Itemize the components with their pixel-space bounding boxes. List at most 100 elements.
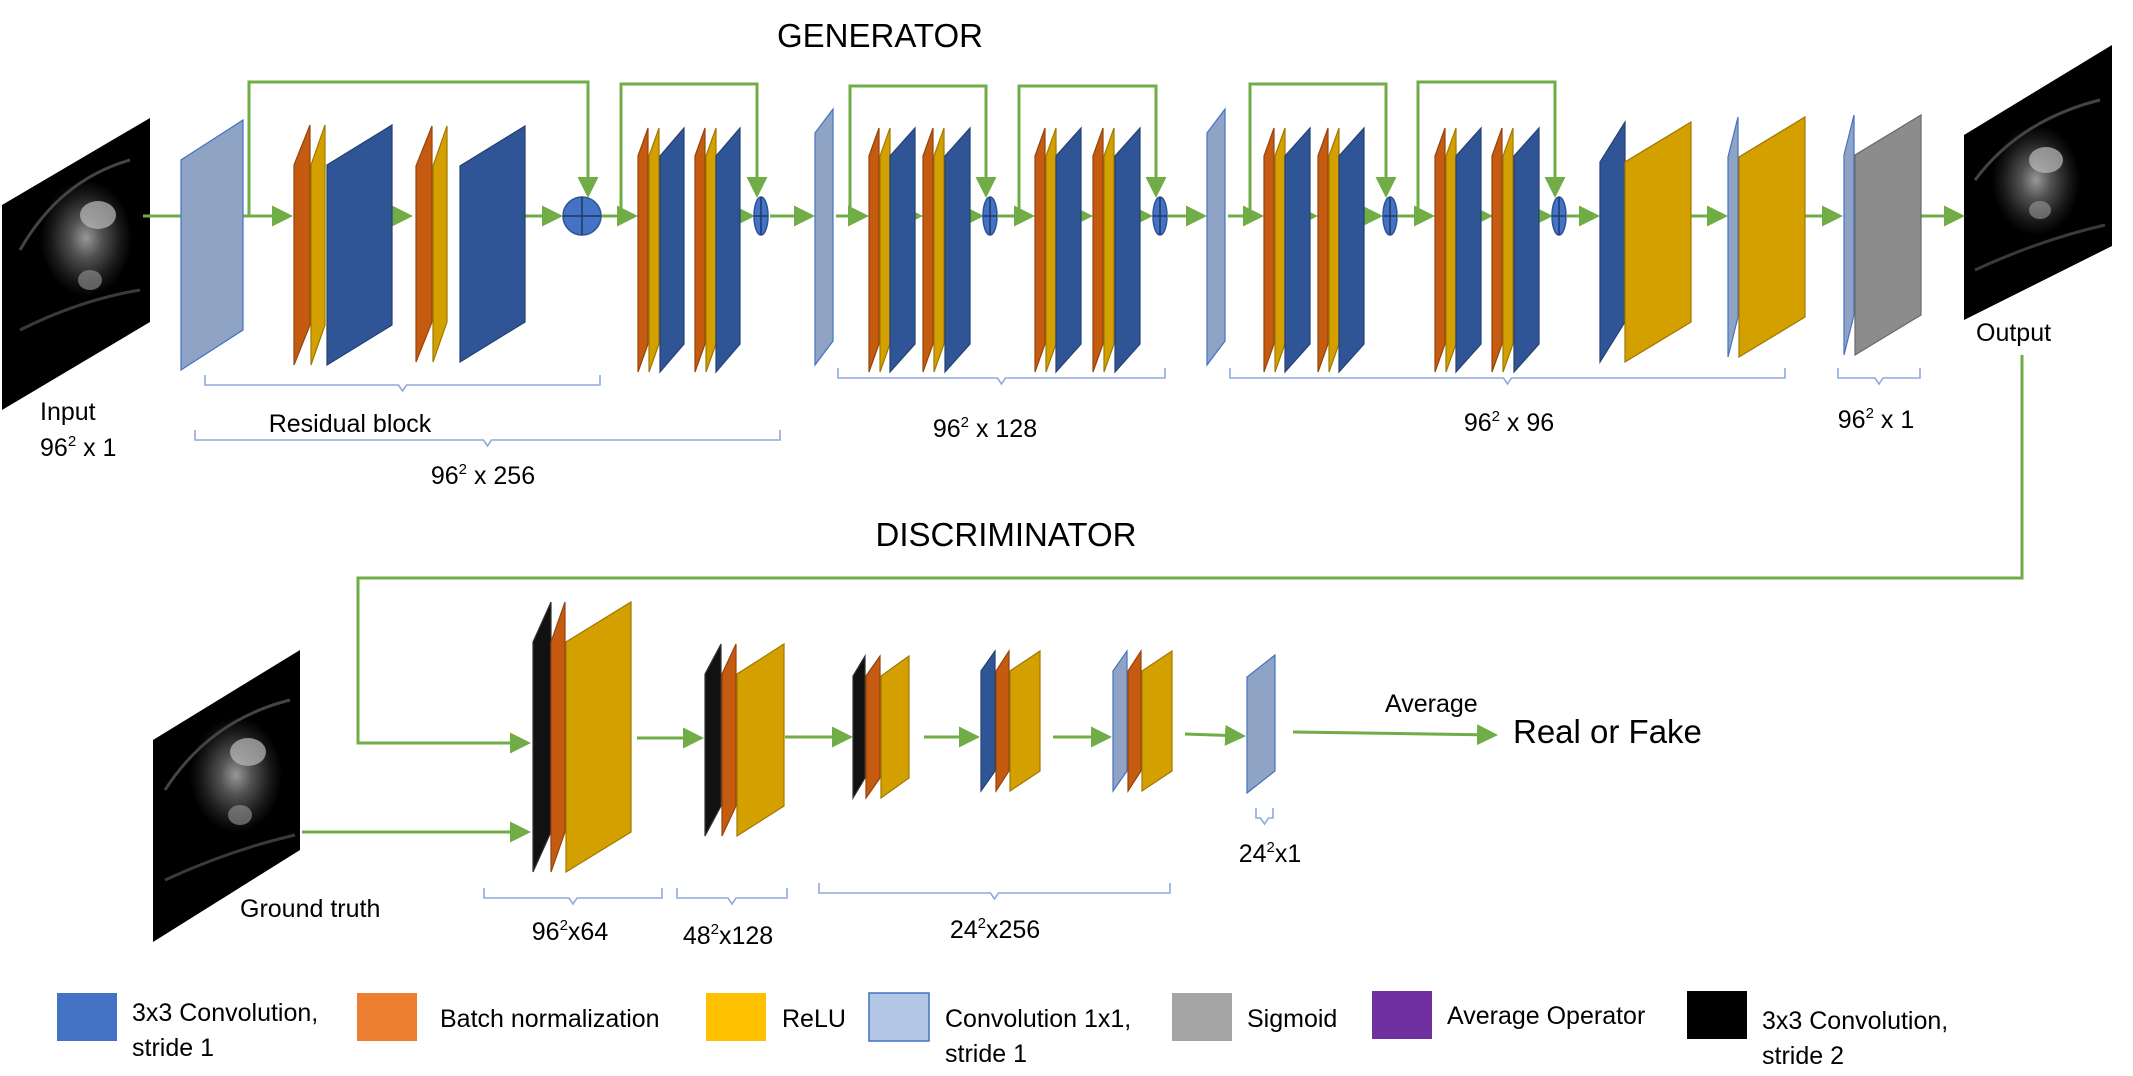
legend-label-conv-stride2: 3x3 Convolution,	[1762, 1007, 1948, 1035]
layer-block-y-87	[736, 642, 785, 838]
dims-label-d128: 482x128	[683, 921, 773, 950]
layer-block-o-86	[721, 643, 737, 837]
layer-block-y-18	[933, 127, 945, 373]
ground-truth-label: Ground truth	[240, 895, 380, 923]
legend-label-relu: ReLU	[782, 1005, 846, 1033]
layer-block-o-17	[922, 127, 934, 373]
sum-operator-3	[982, 196, 998, 236]
arrow-70	[619, 82, 768, 216]
layer-block-l-13	[814, 107, 834, 367]
layer-block-b-38	[1513, 126, 1540, 374]
layer-block-o-33	[1434, 127, 1446, 373]
arrow-75	[356, 355, 2024, 754]
layer-block-o-36	[1491, 127, 1503, 373]
discriminator-title: DISCRIMINATOR	[876, 516, 1137, 553]
layer-block-o-27	[1263, 127, 1275, 373]
arrow-73	[1248, 82, 1397, 216]
bracket-77	[204, 375, 601, 393]
layer-block-b-29	[1284, 126, 1311, 374]
layer-block-k-88	[852, 653, 866, 801]
layer-blocks	[180, 107, 1922, 874]
arrow-71	[848, 84, 997, 216]
legend-swatch-conv3x3	[57, 993, 117, 1041]
legend-label-conv-stride2-line2: stride 2	[1762, 1042, 1844, 1070]
sum-operator-4	[1152, 196, 1168, 236]
layer-block-b-32	[1338, 126, 1365, 374]
dimension-brackets	[194, 368, 1921, 906]
arrow-103	[1292, 724, 1498, 746]
bracket-80	[1229, 368, 1786, 386]
layer-block-y-24	[1103, 127, 1115, 373]
layer-block-b-25	[1114, 126, 1141, 374]
dims-label-d1: 242x1	[1239, 839, 1302, 868]
layer-block-b-22	[1055, 126, 1082, 374]
layer-block-l-0	[180, 118, 244, 372]
layer-block-l-41	[1727, 116, 1739, 358]
legend: 3x3 Convolution, stride 1 Batch normaliz…	[57, 991, 1948, 1070]
arrow-74	[1416, 80, 1566, 216]
bracket-105	[676, 888, 788, 906]
layer-block-k-82	[532, 601, 552, 873]
layer-block-y-2	[310, 124, 326, 366]
layer-block-y-11	[705, 127, 717, 373]
layer-block-l-94	[1112, 649, 1128, 793]
layer-block-o-30	[1317, 127, 1329, 373]
layer-block-b-3	[326, 123, 393, 367]
layer-block-o-95	[1127, 648, 1142, 794]
layer-block-y-93	[1009, 649, 1041, 793]
dims-label-128: 962 x 128	[933, 414, 1037, 443]
layer-block-b-91	[980, 649, 996, 793]
layer-block-b-39	[1599, 119, 1626, 365]
layer-block-l-43	[1843, 114, 1855, 356]
legend-swatch-batchnorm	[357, 993, 417, 1041]
layer-block-b-35	[1455, 126, 1482, 374]
layer-block-o-1	[293, 124, 311, 366]
dims-label-1: 962 x 1	[1838, 405, 1914, 434]
layer-block-y-28	[1274, 127, 1286, 373]
bracket-106	[818, 883, 1171, 901]
legend-label-conv1x1-line2: stride 1	[945, 1040, 1027, 1068]
arrow-72	[1017, 84, 1167, 216]
layer-block-y-8	[648, 127, 660, 373]
layer-block-y-34	[1445, 127, 1457, 373]
layer-block-y-96	[1141, 649, 1173, 793]
bracket-107	[1255, 808, 1274, 826]
legend-label-sigmoid: Sigmoid	[1247, 1005, 1337, 1033]
layer-block-o-7	[637, 127, 649, 373]
layer-block-o-23	[1092, 127, 1104, 373]
arrow-69	[247, 80, 599, 216]
layer-block-o-10	[694, 127, 706, 373]
layer-block-b-6	[459, 124, 526, 364]
layer-block-y-37	[1502, 127, 1514, 373]
output-mri-image	[1964, 45, 2112, 320]
layer-block-o-14	[868, 127, 880, 373]
layer-block-y-40	[1624, 120, 1692, 364]
layer-block-y-21	[1045, 127, 1057, 373]
dims-label-d256: 242x256	[950, 915, 1040, 944]
sum-operator-6	[1551, 196, 1567, 236]
input-dims: 962 x 1	[40, 433, 116, 462]
layer-block-b-9	[659, 126, 685, 374]
arrow-102	[1184, 724, 1246, 746]
average-label: Average	[1385, 690, 1478, 718]
sum-operator-5	[1382, 196, 1398, 236]
residual-block-label: Residual block	[269, 410, 432, 438]
input-mri-image	[2, 118, 150, 410]
layer-block-o-92	[995, 648, 1010, 794]
output-label: Output	[1976, 319, 2051, 347]
legend-label-batchnorm: Batch normalization	[440, 1005, 660, 1033]
layer-block-y-84	[565, 600, 632, 874]
legend-label-conv1x1: Convolution 1x1,	[945, 1005, 1131, 1033]
real-or-fake-label: Real or Fake	[1513, 713, 1702, 750]
layer-block-o-89	[865, 654, 881, 800]
bracket-104	[483, 888, 663, 906]
layer-block-y-31	[1328, 127, 1340, 373]
layer-block-g-44	[1854, 113, 1922, 357]
ground-truth-mri-image	[153, 650, 300, 942]
layer-block-k-85	[704, 643, 722, 837]
layer-block-y-90	[880, 654, 910, 800]
legend-swatch-sigmoid	[1172, 993, 1232, 1041]
dims-label-256: 962 x 256	[431, 461, 535, 490]
legend-swatch-conv1x1	[868, 992, 930, 1042]
